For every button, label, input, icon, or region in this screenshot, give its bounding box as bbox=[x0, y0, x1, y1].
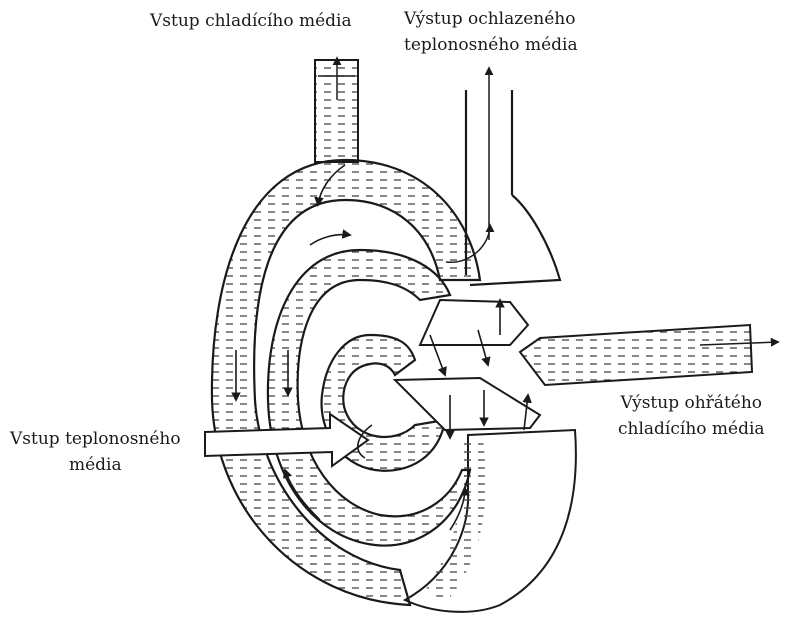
label-heated-coolant-outlet-line2: chladícího média bbox=[618, 418, 765, 440]
coolant-inlet-pipe bbox=[315, 58, 358, 162]
label-carrier-inlet: Vstup teplonosného média bbox=[10, 428, 181, 476]
label-cooled-carrier-outlet-line1: Výstup ochlazeného bbox=[404, 8, 578, 30]
heated-coolant-outlet bbox=[520, 325, 778, 385]
core-connector bbox=[395, 378, 540, 430]
label-heated-coolant-outlet: Výstup ohřátého chladícího média bbox=[618, 392, 765, 440]
label-cooled-carrier-outlet: Výstup ochlazeného teplonosného média bbox=[404, 8, 578, 56]
label-carrier-inlet-line1: Vstup teplonosného bbox=[10, 428, 181, 450]
label-carrier-inlet-line2: média bbox=[10, 454, 181, 476]
label-coolant-inlet: Vstup chladícího média bbox=[150, 10, 352, 32]
label-heated-coolant-outlet-line1: Výstup ohřátého bbox=[618, 392, 765, 414]
inner-connector bbox=[420, 300, 528, 345]
label-cooled-carrier-outlet-line2: teplonosného média bbox=[404, 34, 578, 56]
